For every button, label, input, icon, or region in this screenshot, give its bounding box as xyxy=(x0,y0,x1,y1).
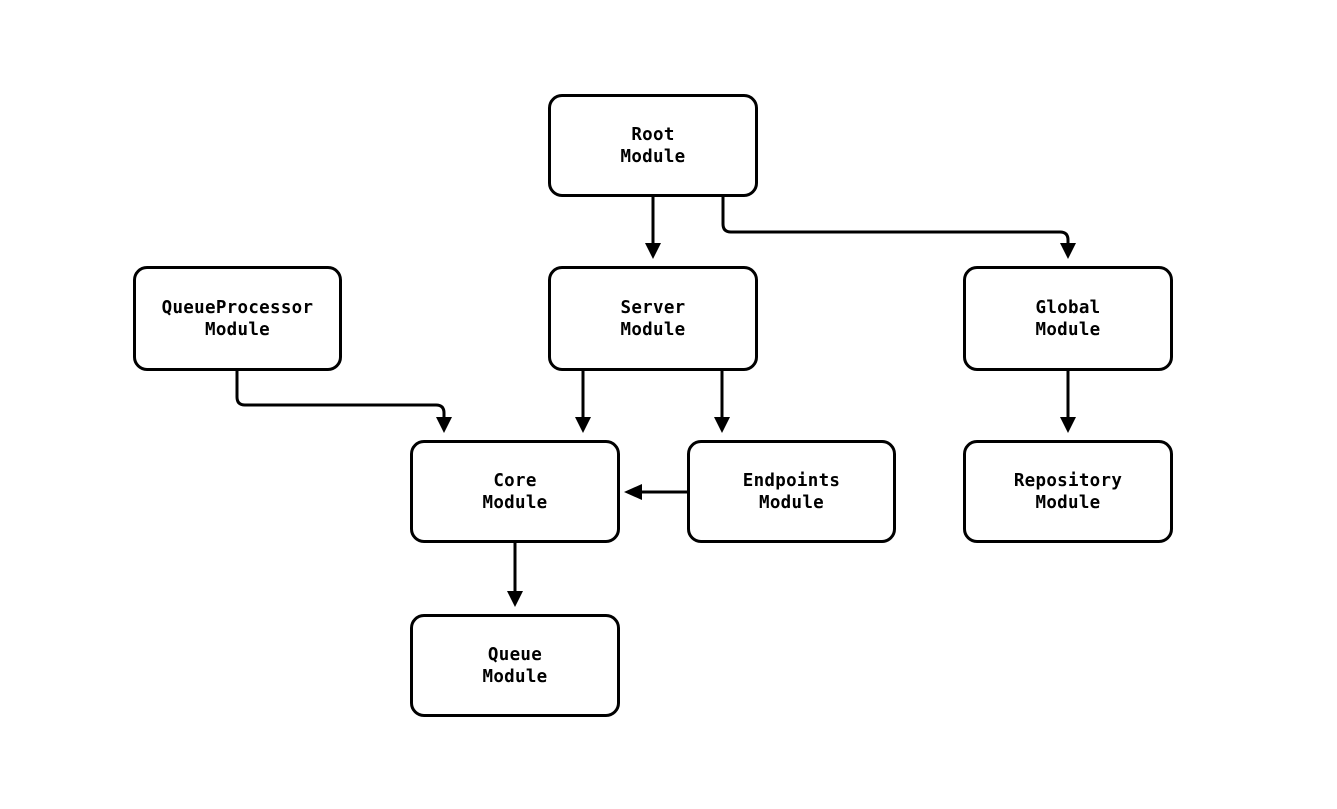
node-server-module-name: Server xyxy=(620,297,686,318)
node-global-module[interactable]: Global Module xyxy=(963,266,1173,371)
edge-core-to-queue xyxy=(507,543,523,607)
node-root-module-suffix: Module xyxy=(620,146,686,167)
edge-root-to-server xyxy=(645,197,661,259)
edge-server-to-endpoints xyxy=(714,371,730,433)
node-endpoints-module-suffix: Module xyxy=(758,492,824,513)
node-root-module-name: Root xyxy=(631,124,675,145)
node-repository-module-suffix: Module xyxy=(1035,492,1101,513)
node-queue-module-suffix: Module xyxy=(482,666,548,687)
node-queue-module-name: Queue xyxy=(487,644,543,665)
edge-global-to-repository xyxy=(1060,371,1076,433)
node-global-module-suffix: Module xyxy=(1035,319,1101,340)
node-endpoints-module-name: Endpoints xyxy=(742,470,841,491)
node-queueprocessor-module[interactable]: QueueProcessor Module xyxy=(133,266,342,371)
edge-root-to-global xyxy=(721,197,1076,259)
edge-server-to-core xyxy=(575,371,591,433)
node-core-module[interactable]: Core Module xyxy=(410,440,620,543)
node-global-module-name: Global xyxy=(1035,297,1101,318)
edge-queueprocessor-to-core xyxy=(235,371,452,433)
node-core-module-suffix: Module xyxy=(482,492,548,513)
node-endpoints-module[interactable]: Endpoints Module xyxy=(687,440,896,543)
edge-endpoints-to-core xyxy=(624,484,687,500)
node-repository-module[interactable]: Repository Module xyxy=(963,440,1173,543)
node-repository-module-name: Repository xyxy=(1013,470,1123,491)
node-root-module[interactable]: Root Module xyxy=(548,94,758,197)
node-queue-module[interactable]: Queue Module xyxy=(410,614,620,717)
node-queueprocessor-module-name: QueueProcessor xyxy=(161,297,314,318)
node-server-module[interactable]: Server Module xyxy=(548,266,758,371)
node-queueprocessor-module-suffix: Module xyxy=(204,319,270,340)
node-core-module-name: Core xyxy=(493,470,537,491)
node-server-module-suffix: Module xyxy=(620,319,686,340)
